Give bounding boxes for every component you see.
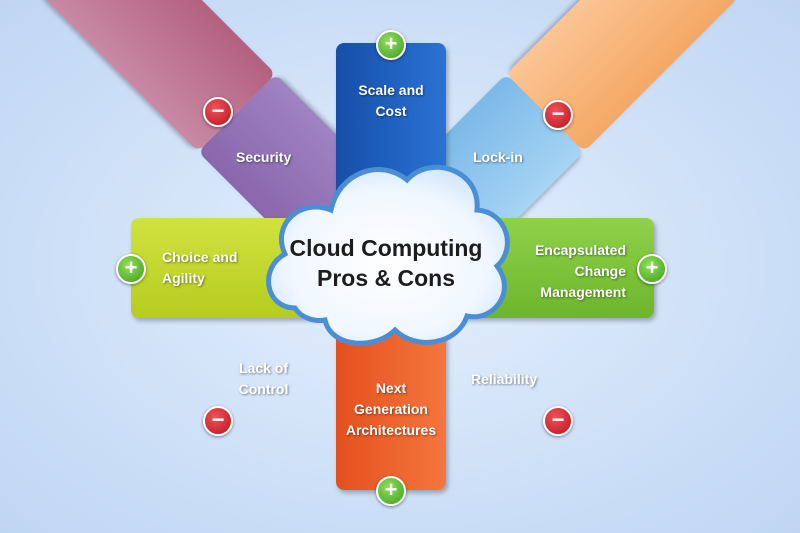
label-line: Cost <box>375 103 407 119</box>
diagram-title: Cloud Computing Pros & Cons <box>255 233 517 293</box>
label-line: Change <box>574 263 626 279</box>
label-line: Generation <box>354 401 428 417</box>
label-encapsulated: Encapsulated Change Management <box>516 240 626 303</box>
label-line: Control <box>238 381 289 397</box>
minus-icon: − <box>203 97 233 127</box>
cloud-icon <box>266 164 510 346</box>
label-line: Choice and <box>162 249 238 265</box>
label-lack-of-control: Lack of Control <box>231 358 296 400</box>
title-line: Pros & Cons <box>316 265 456 291</box>
label-line: Scale and <box>358 82 424 98</box>
label-reliability: Reliability <box>471 369 537 390</box>
minus-icon: − <box>543 406 573 436</box>
minus-icon: − <box>203 406 233 436</box>
label-line: Reliability <box>471 371 538 387</box>
label-line: Encapsulated <box>534 242 626 258</box>
label-line: Management <box>540 284 626 300</box>
label-line: Lock-in <box>473 149 523 165</box>
label-choice-and-agility: Choice and Agility <box>162 247 237 289</box>
title-line: Cloud Computing <box>289 235 483 261</box>
plus-icon: + <box>637 254 667 284</box>
label-next-generation: Next Generation Architectures <box>336 378 446 441</box>
label-line: Agility <box>162 270 205 286</box>
label-scale-and-cost: Scale and Cost <box>336 80 446 122</box>
label-security: Security <box>236 147 291 168</box>
label-line: Lack of <box>238 360 288 376</box>
label-line: Architectures <box>345 422 437 438</box>
label-line: Next <box>375 380 407 396</box>
plus-icon: + <box>376 30 406 60</box>
minus-icon: − <box>543 100 573 130</box>
plus-icon: + <box>376 476 406 506</box>
label-lock-in: Lock-in <box>473 147 523 168</box>
label-line: Security <box>236 149 292 165</box>
plus-icon: + <box>116 254 146 284</box>
